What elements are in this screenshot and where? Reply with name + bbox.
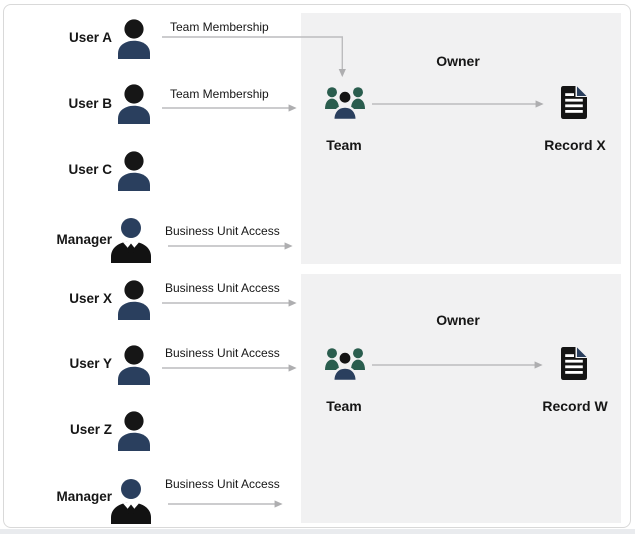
record-document-icon: [561, 86, 587, 119]
manager-person-icon: [111, 479, 151, 524]
user-a-label: User A: [68, 30, 112, 45]
team-group-icon: [325, 348, 365, 381]
user-z-label: User Z: [69, 422, 112, 437]
owner-label: Owner: [436, 53, 480, 69]
team-label: Team: [326, 137, 362, 153]
owner-label: Owner: [436, 312, 480, 328]
user-c-label: User C: [68, 162, 112, 177]
relationship-label-business-unit-access: Business Unit Access: [165, 281, 280, 295]
team-label: Team: [326, 398, 362, 414]
team-owner-panel-record-x: [301, 13, 621, 264]
relationship-label-team-membership: Team Membership: [170, 20, 269, 34]
user-x-label: User X: [69, 291, 112, 306]
relationship-label-business-unit-access: Business Unit Access: [165, 477, 280, 491]
manager-person-icon: [111, 218, 151, 263]
person-icon: [118, 19, 150, 59]
user-b-label: User B: [68, 96, 112, 111]
record-document-icon: [561, 347, 587, 380]
person-icon: [118, 84, 150, 124]
team-group-icon: [325, 87, 365, 120]
relationship-label-business-unit-access: Business Unit Access: [165, 224, 280, 238]
record-x-label: Record X: [544, 137, 606, 153]
user-y-label: User Y: [69, 356, 112, 371]
relationship-label-team-membership: Team Membership: [170, 87, 269, 101]
team-owner-panel-record-w: [301, 274, 621, 523]
record-w-label: Record W: [542, 398, 608, 414]
person-icon: [118, 151, 150, 191]
manager-2-label: Manager: [56, 489, 112, 504]
bottom-edge-strip: [0, 529, 635, 534]
relationship-label-business-unit-access: Business Unit Access: [165, 346, 280, 360]
person-icon: [118, 280, 150, 320]
manager-1-label: Manager: [56, 232, 112, 247]
person-icon: [118, 345, 150, 385]
person-icon: [118, 411, 150, 451]
